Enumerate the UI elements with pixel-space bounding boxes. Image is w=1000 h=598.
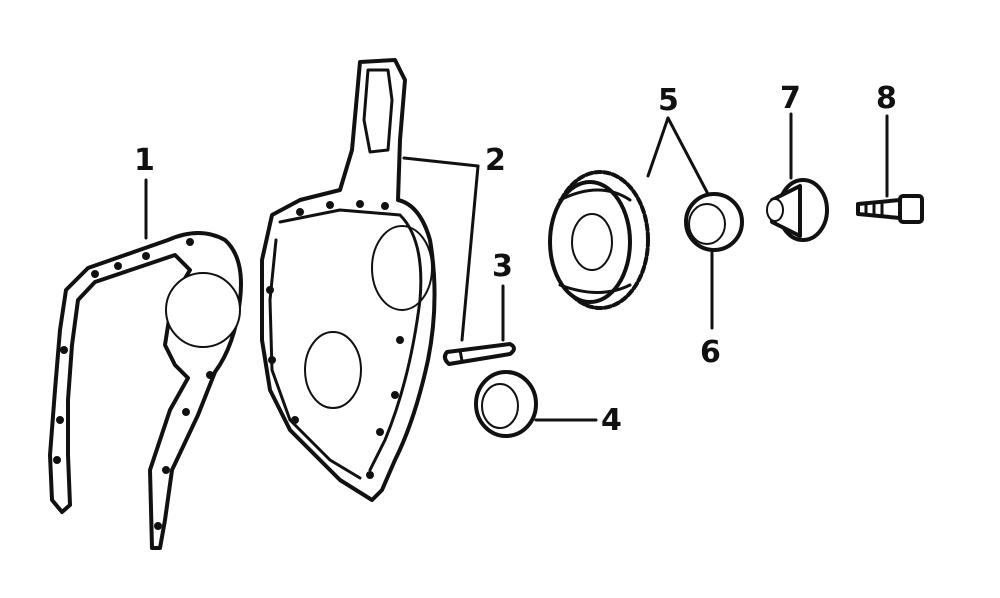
part-1-gasket [48,231,243,550]
leader-5-left [646,116,670,178]
callout-labels: 1 2 3 4 5 6 7 8 [134,81,897,438]
leader-2-upper [402,156,480,168]
leader-5-right [666,116,710,196]
part-4-seal [474,370,538,438]
callout-4: 4 [601,403,622,438]
part-2-timing-cover [260,58,437,502]
part-3-dowel-pin [442,342,516,366]
callout-2: 2 [485,143,506,178]
callout-5: 5 [658,83,679,118]
part-5-timing-gear [548,170,650,310]
callout-6: 6 [700,335,721,370]
part-7-hub [766,178,829,242]
leader-lines [144,112,889,422]
callout-3: 3 [492,249,513,284]
callout-1: 1 [134,143,155,178]
part-6-spacer [684,192,744,252]
callout-7: 7 [780,81,801,116]
leader-2-lower [460,164,480,342]
part-8-bolt [856,194,924,224]
callout-8: 8 [876,81,897,116]
